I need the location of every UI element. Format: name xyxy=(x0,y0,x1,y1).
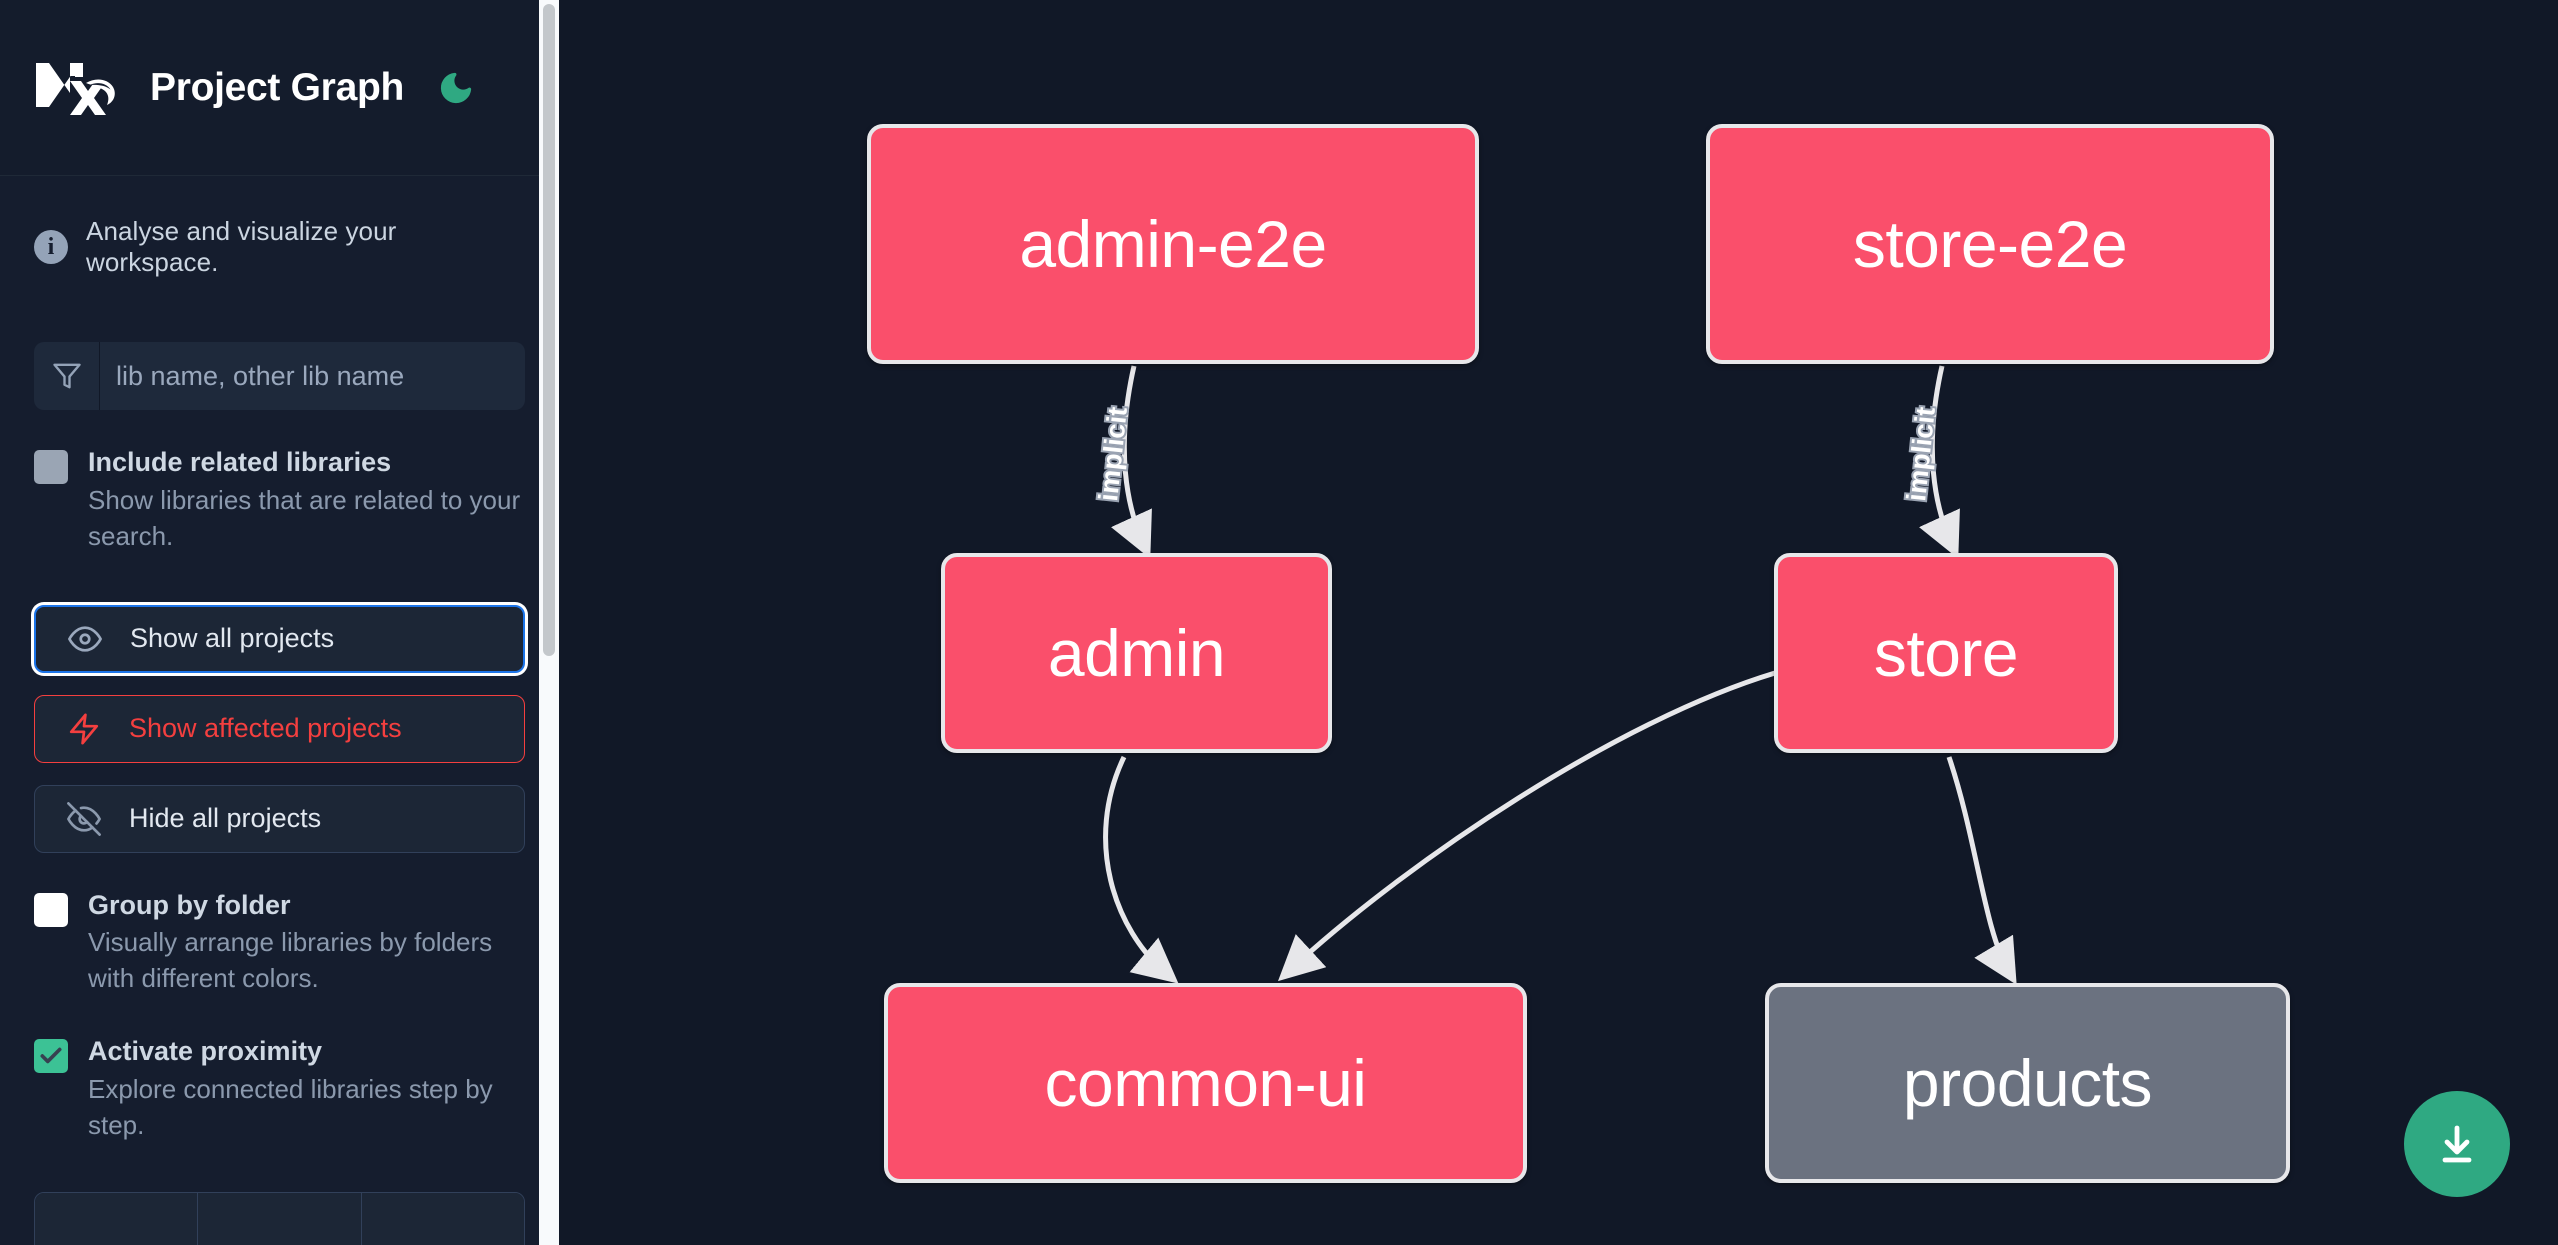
download-icon xyxy=(2442,1125,2472,1163)
hide-all-projects-button[interactable]: Hide all projects xyxy=(34,784,525,853)
graph-node-products[interactable]: products xyxy=(1765,983,2290,1183)
graph-node-store-e2e[interactable]: store-e2e xyxy=(1706,124,2274,364)
checkbox-box-activate-proximity[interactable] xyxy=(34,1039,68,1073)
checkbox-text-activate-proximity: Activate proximity Explore connected lib… xyxy=(88,1035,525,1144)
checkbox-label: Group by folder xyxy=(88,889,291,920)
search-input[interactable] xyxy=(100,342,525,410)
checkbox-box-include-related-libraries[interactable] xyxy=(34,450,68,484)
checkbox-description: Explore connected libraries step by step… xyxy=(88,1073,493,1140)
sidebar-header: Project Graph xyxy=(0,0,559,176)
checkbox-box-group-by-folder[interactable] xyxy=(34,892,68,927)
graph-node-common-ui[interactable]: common-ui xyxy=(884,983,1527,1183)
download-button[interactable] xyxy=(2404,1091,2510,1197)
edge-store-common-ui xyxy=(1277,670,1776,982)
checkbox-description: Visually arrange libraries by folders wi… xyxy=(88,927,493,994)
info-icon: i xyxy=(34,230,68,264)
checkbox-activate-proximity[interactable]: Activate proximity Explore connected lib… xyxy=(34,1035,525,1144)
tagline-text: Analyse and visualize your workspace. xyxy=(86,216,397,277)
graph-node-store[interactable]: store xyxy=(1774,553,2118,753)
page-title: Project Graph xyxy=(150,65,404,109)
eye-icon xyxy=(68,625,102,652)
segmented-option-1[interactable] xyxy=(35,1192,199,1245)
edge-admin-e2e-admin xyxy=(1111,365,1152,559)
segmented-option-3[interactable] xyxy=(361,1192,524,1245)
show-affected-projects-button[interactable]: Show affected projects xyxy=(34,694,525,763)
graph-edges: implicit implicit xyxy=(1091,365,2017,985)
nx-logo-icon xyxy=(34,59,122,117)
edge-store-e2e-store xyxy=(1919,365,1960,559)
checkbox-label: Activate proximity xyxy=(88,1036,323,1066)
checkbox-include-related-libraries[interactable]: Include related libraries Show libraries… xyxy=(34,446,525,555)
show-all-projects-label: Show all projects xyxy=(130,623,335,653)
segmented-control[interactable] xyxy=(34,1191,525,1245)
checkbox-description: Show libraries that are related to your … xyxy=(88,484,521,551)
graph-canvas[interactable]: implicit implicit admin-e2e store-e2e ad… xyxy=(559,0,2558,1245)
edge-store-products xyxy=(1946,756,2017,985)
checkbox-text-include-related-libraries: Include related libraries Show libraries… xyxy=(88,446,525,555)
check-icon xyxy=(40,1047,62,1064)
lightning-icon xyxy=(69,712,99,745)
sidebar-body: i Analyse and visualize your workspace. … xyxy=(0,176,559,1245)
graph-node-admin[interactable]: admin xyxy=(941,553,1332,753)
sidebar: Project Graph i Analyse and visualize yo… xyxy=(0,0,559,1245)
search-row[interactable] xyxy=(34,342,525,410)
graph-node-admin-e2e[interactable]: admin-e2e xyxy=(867,124,1479,364)
moon-icon[interactable] xyxy=(434,66,478,110)
checkbox-label: Include related libraries xyxy=(88,447,392,477)
graph-action-buttons: Show all projects Show affected projects… xyxy=(34,604,525,853)
show-all-projects-button[interactable]: Show all projects xyxy=(34,604,525,673)
filter-icon xyxy=(34,342,100,410)
eye-off-icon xyxy=(67,801,101,836)
segmented-option-2[interactable] xyxy=(198,1192,362,1245)
edge-admin-common-ui xyxy=(1103,755,1179,984)
show-affected-projects-label: Show affected projects xyxy=(129,713,402,743)
sidebar-scrollbar-track[interactable] xyxy=(539,0,559,1245)
tagline-row: i Analyse and visualize your workspace. xyxy=(34,176,525,296)
checkbox-group-by-folder[interactable]: Group by folder Visually arrange librari… xyxy=(34,889,525,998)
sidebar-scrollbar-thumb[interactable] xyxy=(543,4,555,656)
hide-all-projects-label: Hide all projects xyxy=(129,803,322,833)
checkbox-text-group-by-folder: Group by folder Visually arrange librari… xyxy=(88,889,525,998)
